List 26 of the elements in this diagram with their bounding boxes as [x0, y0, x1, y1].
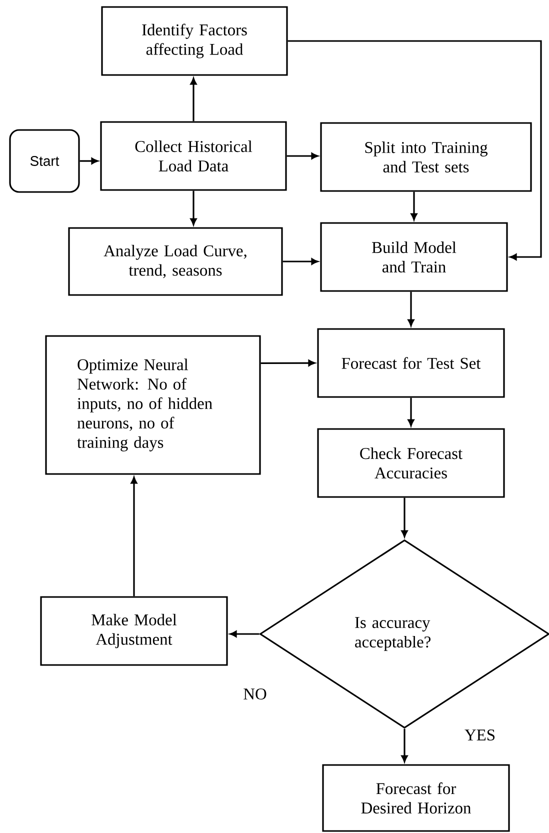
- process-box: Forecast for Test Set: [317, 328, 505, 398]
- process-box: Check Forecast Accuracies: [317, 428, 505, 498]
- process-box: Collect Historical Load Data: [100, 121, 287, 191]
- process-box: Forecast for Desired Horizon: [322, 764, 510, 832]
- arrow: [288, 40, 542, 260]
- process-box: Build Model and Train: [320, 222, 508, 292]
- arrow: [286, 152, 318, 160]
- process-box: Analyze Load Curve, trend, seasons: [68, 227, 283, 296]
- arrow: [130, 476, 138, 596]
- arrow: [260, 360, 316, 366]
- arrow: [190, 190, 197, 226]
- arrow: [410, 192, 418, 220]
- arrow: [401, 728, 408, 762]
- arrow: [190, 78, 197, 122]
- process-box: Split into Training and Test sets: [320, 122, 532, 192]
- arrow: [408, 398, 414, 426]
- edge-label: YES: [463, 728, 497, 742]
- arrow: [230, 630, 260, 638]
- arrow: [401, 498, 408, 538]
- process-box: Make Model Adjustment: [40, 596, 228, 666]
- arrow: [408, 292, 414, 326]
- start-terminal: Start: [9, 129, 80, 193]
- arrow: [80, 158, 98, 164]
- process-box: Optimize Neural Network: No of inputs, no of hidden neurons, no of training days: [45, 335, 261, 475]
- arrow: [282, 258, 318, 265]
- process-box: Identify Factors affecting Load: [101, 6, 288, 76]
